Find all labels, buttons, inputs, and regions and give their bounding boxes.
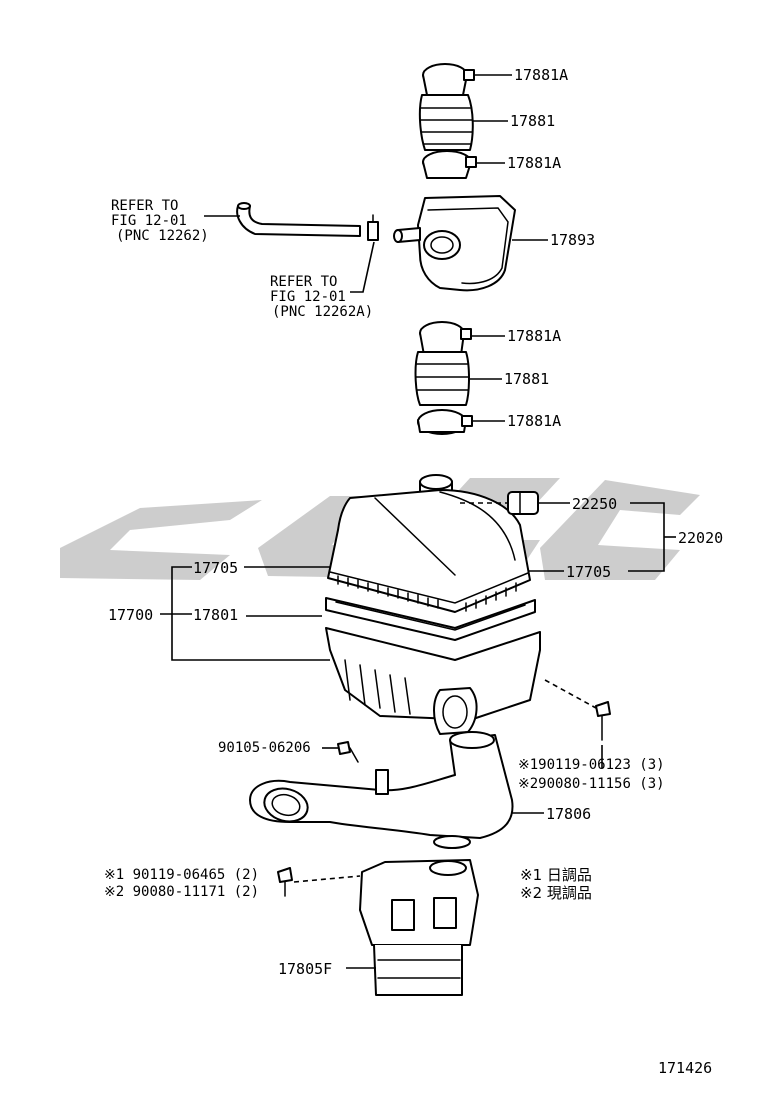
hose-ribs-top [420, 107, 473, 145]
dashed-bolt-left [293, 875, 361, 883]
resonator-17893 [393, 195, 516, 292]
hose-clamp-bot2-band [417, 419, 467, 433]
refer-valve-line1: REFER TO [270, 274, 337, 290]
bracket-port [429, 860, 467, 876]
upper-hose-assembly [418, 63, 477, 179]
bolt-right [595, 701, 611, 741]
hose-17881-top [418, 94, 474, 151]
air-cleaner-assembly [325, 474, 541, 735]
watermark-shape-4 [540, 480, 700, 580]
clamp-screw-bot2 [461, 415, 473, 427]
intake-duct-17806 [249, 731, 514, 849]
bracket-lower-ribs [377, 959, 461, 979]
cap-inlet-opening [419, 474, 453, 490]
intake-duct-bottom-port [433, 835, 471, 849]
watermark-shape-1 [60, 500, 262, 580]
resonator-port-inner [430, 236, 454, 254]
bolt-left-head [277, 867, 293, 883]
label-17801: 17801 [193, 606, 238, 624]
lower-hose-assembly [414, 321, 473, 435]
figure-number: 171426 [658, 1059, 712, 1077]
hose-ribs-bot [415, 363, 470, 391]
intake-duct-clip [375, 769, 389, 795]
cap-ribs [337, 575, 517, 612]
refer-valve-line3: (PNC 12262A) [272, 304, 373, 320]
label-17805F: 17805F [278, 960, 332, 978]
sensor-body [507, 491, 539, 515]
refer-valve-line2: FIG 12-01 [270, 289, 346, 305]
intake-duct-mouth-inner [271, 793, 301, 817]
label-17881-1: 17881 [510, 112, 555, 130]
label-17700: 17700 [108, 606, 153, 624]
check-valve-body [367, 221, 379, 241]
label-17881A-4: 17881A [507, 412, 561, 430]
case-outlet-port-inner [442, 695, 468, 729]
label-17705-left: 17705 [193, 559, 238, 577]
label-290080-11171: ※2 90080-11171 (2) [104, 884, 259, 900]
note-2: ※2 現調品 [520, 884, 592, 902]
cap-rim [329, 571, 529, 604]
intake-air-temp-sensor-22250 [507, 491, 539, 515]
label-190119-06465: ※1 90119-06465 (2) [104, 867, 259, 883]
refer-hose-line1: REFER TO [111, 198, 178, 214]
filter-pleats [335, 601, 526, 631]
resonator-inner-edge [427, 207, 509, 285]
cap-ridges [374, 491, 516, 576]
case-outlet-port [433, 687, 478, 735]
label-17881-2: 17881 [504, 370, 549, 388]
label-17881A-2: 17881A [507, 154, 561, 172]
bolt-right-head [595, 701, 611, 717]
label-90105-06206: 90105-06206 [218, 740, 311, 756]
resonator-nipple-end [393, 229, 403, 243]
breather-hose [236, 202, 361, 237]
label-17705-right: 17705 [566, 563, 611, 581]
resonator-port [423, 230, 461, 260]
note-1: ※1 日調品 [520, 866, 592, 884]
label-190119-06123: ※190119-06123 (3) [518, 757, 665, 773]
hose-clamp-top2-band [422, 161, 472, 179]
clamp-screw-top2 [465, 156, 477, 168]
case-ribs [344, 659, 411, 715]
breather-hose-body [236, 205, 361, 237]
intake-duct-top-opening [449, 731, 495, 749]
label-17881A-3: 17881A [507, 327, 561, 345]
air-cleaner-case [325, 627, 541, 721]
bolt-left [277, 867, 293, 897]
air-filter-element [325, 597, 536, 641]
label-17806: 17806 [546, 805, 591, 823]
resonator-body [417, 195, 516, 292]
bolt-90105 [337, 741, 359, 763]
refer-hose-line3: (PNC 12262) [116, 228, 209, 244]
hose-17881-bot [414, 351, 470, 406]
breather-hose-end [237, 202, 251, 210]
refer-hose-line2: FIG 12-01 [111, 213, 187, 229]
clamp-screw-top [463, 69, 475, 81]
dashed-bolt-right [544, 679, 597, 709]
label-17893: 17893 [550, 231, 595, 249]
bracket-window-right [433, 897, 457, 929]
bracket-window-left [391, 899, 415, 931]
bolt-90105-head [337, 741, 351, 755]
label-290080-11156: ※290080-11156 (3) [518, 776, 665, 792]
leader-refer-valve [350, 241, 375, 293]
label-22020: 22020 [678, 529, 723, 547]
label-17881A-1: 17881A [514, 66, 568, 84]
check-valve [367, 214, 379, 241]
label-22250: 22250 [572, 495, 617, 513]
clamp-screw-bot1 [460, 328, 472, 340]
duct-bracket-17805F [359, 859, 479, 996]
bracket-lower [373, 944, 463, 996]
bolt-90105-shank [349, 747, 359, 763]
